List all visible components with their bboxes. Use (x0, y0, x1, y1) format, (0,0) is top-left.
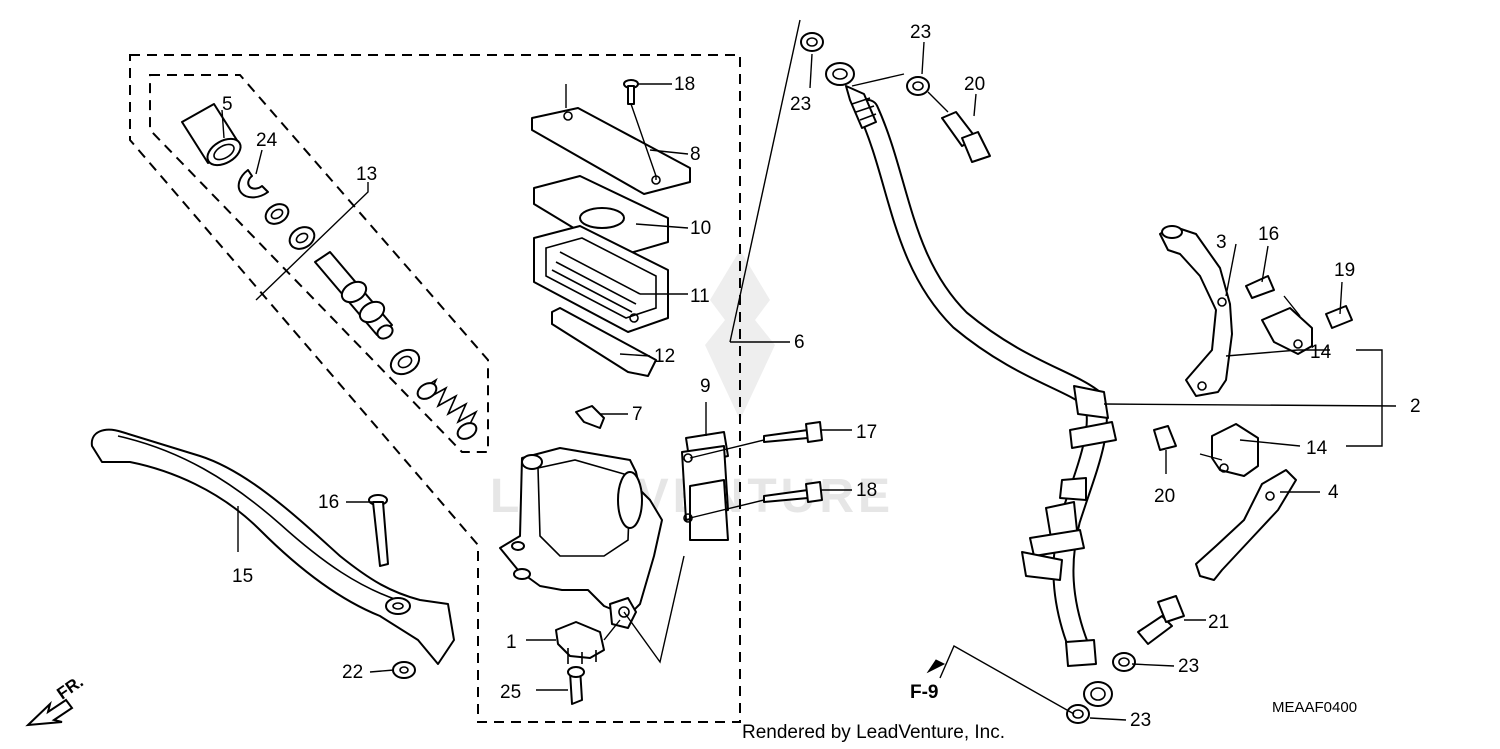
callout-24: 24 (256, 130, 278, 151)
leader-lines (221, 19, 1397, 721)
callout-14-upper: 14 (1310, 342, 1332, 363)
callout-21: 18 (674, 74, 695, 95)
bolt-20-bottom (1137, 595, 1185, 645)
callout-15: 15 (232, 566, 253, 587)
brake-hose (825, 62, 1117, 707)
small-parts (555, 405, 621, 705)
callout-17: 16 (1258, 224, 1279, 245)
callout-25: 25 (500, 682, 521, 703)
diagram-code: MEAAF0400 (1272, 699, 1357, 716)
master-cylinder-body (499, 447, 685, 664)
callout-20-bottom: 21 (1208, 612, 1229, 633)
callout-5: 5 (222, 94, 233, 115)
washer-23-bottom (1066, 704, 1090, 724)
bolt-20-top (941, 111, 991, 163)
callout-20-top: 20 (964, 74, 985, 95)
piston (314, 251, 394, 340)
screw-21 (623, 79, 639, 105)
reservoir-cap-stack (531, 79, 691, 377)
callout-22: 22 (342, 662, 363, 683)
upper-banjo (825, 62, 877, 129)
holder-9 (681, 431, 729, 541)
bolts-16 (689, 421, 823, 519)
hose-brackets (1153, 225, 1353, 581)
callout-19: 16 (318, 492, 339, 513)
callout-3: 3 (1216, 232, 1227, 253)
callout-12: 12 (654, 346, 675, 367)
fr-arrow: FR. (25, 672, 87, 727)
circlip-24 (237, 169, 269, 199)
callout-23-top-right: 23 (910, 22, 931, 43)
hose-fittings (1021, 385, 1117, 667)
callout-4: 4 (1328, 482, 1339, 503)
callout-18-right: 19 (1334, 260, 1355, 281)
callout-2: 2 (1410, 396, 1421, 417)
cup-seal (288, 226, 316, 250)
callout-23-bottom-right: 23 (1178, 656, 1199, 677)
callout-8: 8 (690, 144, 701, 165)
lower-banjo (1083, 681, 1113, 707)
piston-set (181, 103, 478, 440)
callout-10: 10 (690, 218, 711, 239)
callout-7: 7 (632, 404, 643, 425)
callout-11: 11 (690, 286, 710, 307)
callout-18-left: 20 (1154, 486, 1175, 507)
brake-lever (90, 428, 455, 679)
group-boundaries (129, 54, 741, 723)
washer-23-top-right (906, 76, 930, 96)
credit-text: Rendered by LeadVenture, Inc. (742, 722, 1005, 743)
seal-ring (264, 203, 290, 225)
callouts: 5 24 13 18 8 10 11 12 7 9 6 17 18 23 23 … (222, 22, 1421, 731)
spring (416, 377, 478, 440)
callout-9: 9 (700, 376, 711, 397)
callout-14-lower: 14 (1306, 438, 1328, 459)
callout-13: 13 (356, 164, 377, 185)
secondary-cup (389, 348, 421, 376)
f9-arrow: F-9 (910, 659, 946, 703)
callout-16-lower: 18 (856, 480, 877, 501)
washer-23-top-left (800, 32, 824, 52)
callout-23-top-left: 23 (790, 94, 811, 115)
callout-23-bottom: 23 (1130, 710, 1151, 731)
callout-6: 6 (794, 332, 805, 353)
callout-1: 1 (506, 632, 517, 653)
nut-22 (392, 661, 416, 679)
washers-and-bolts (800, 32, 1185, 724)
washer-23-bottom-right (1112, 652, 1136, 672)
section-ref: F-9 (910, 682, 939, 703)
boot-5 (181, 103, 242, 167)
pivot-bolt-19 (368, 494, 389, 567)
fr-label: FR. (53, 672, 86, 703)
callout-16-upper: 17 (856, 422, 877, 443)
